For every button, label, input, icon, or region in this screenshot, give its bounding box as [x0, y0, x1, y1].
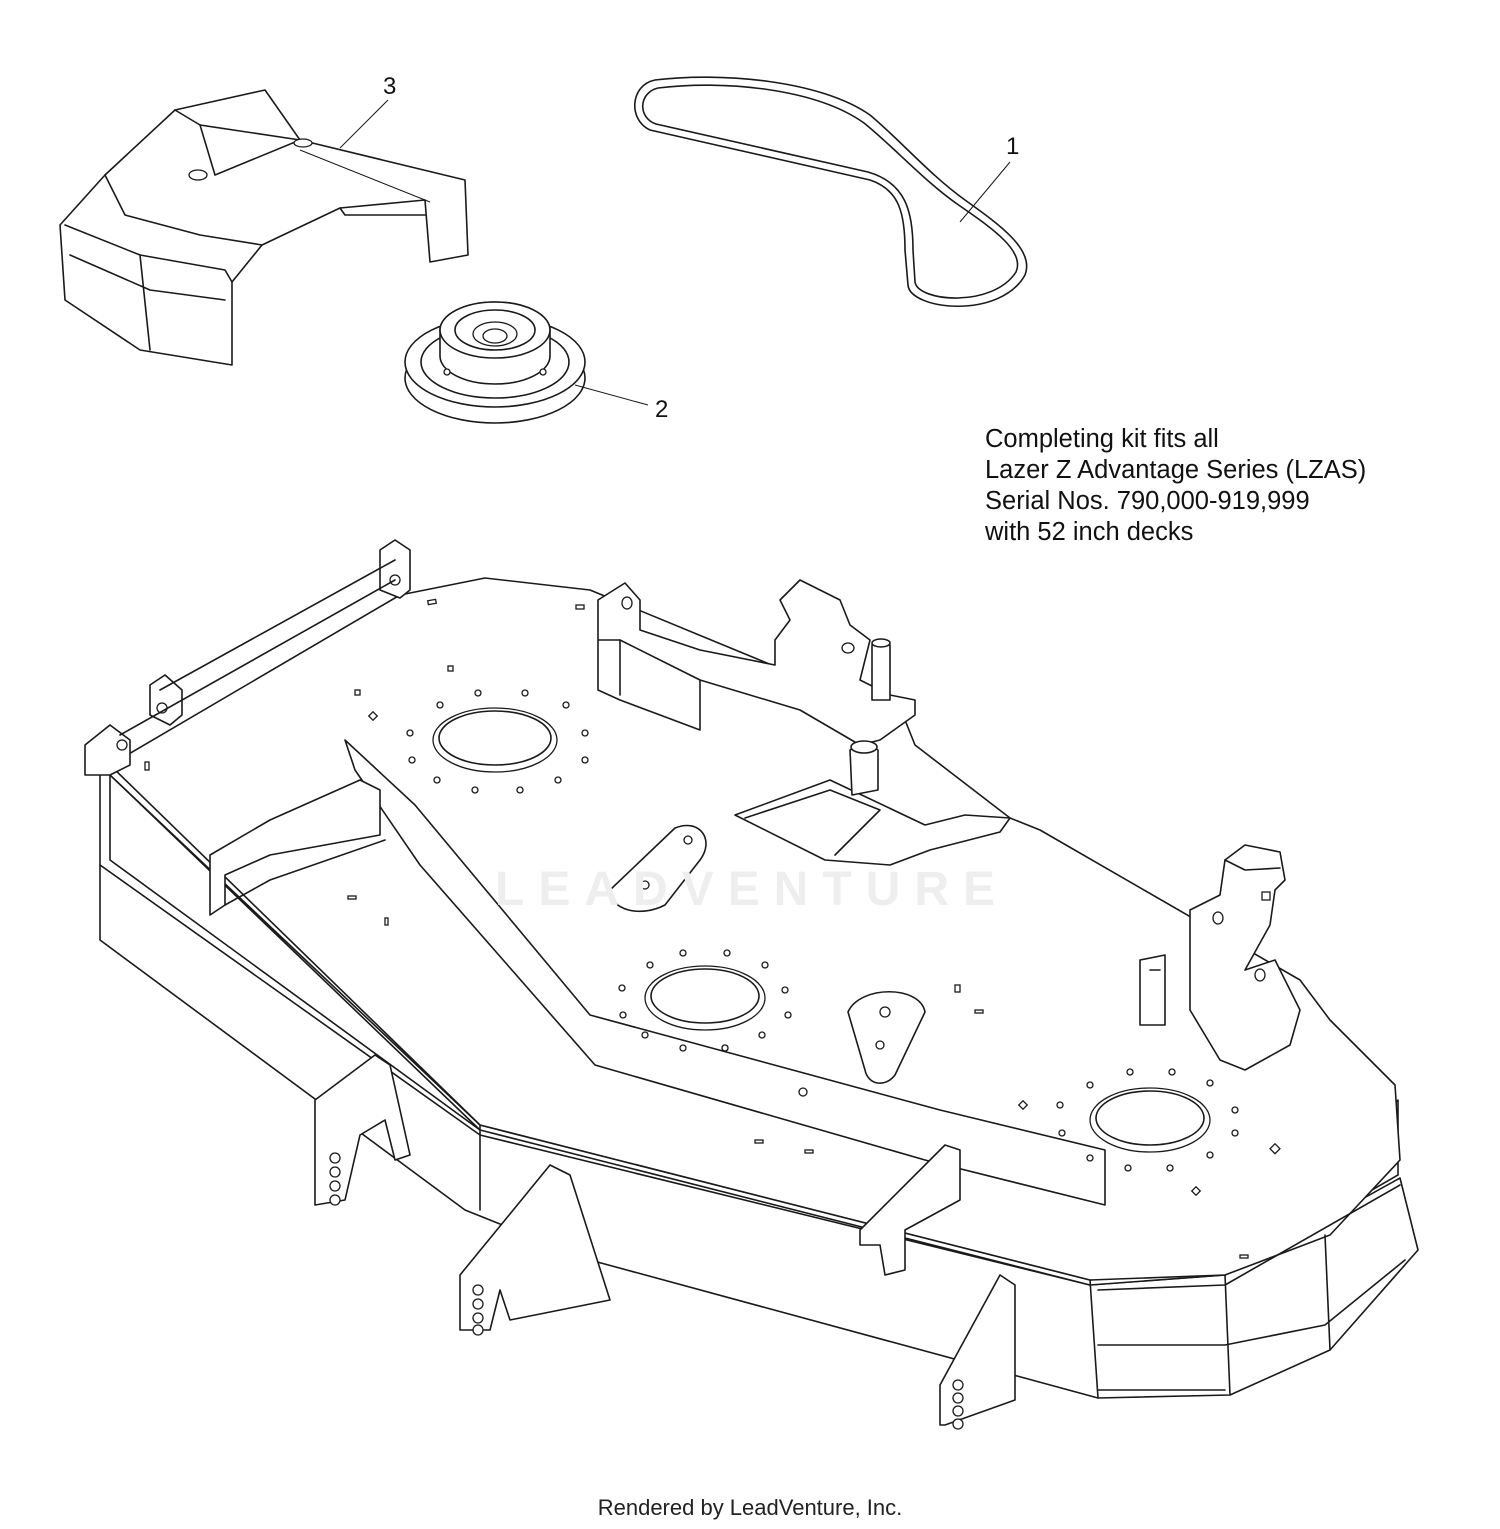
idler-pulley-part	[404, 301, 586, 424]
kit-note-line-2: Lazer Z Advantage Series (LZAS)	[985, 456, 1367, 484]
belt-cover-part	[59, 89, 469, 366]
kit-note-line-3: Serial Nos. 790,000-919,999	[985, 487, 1310, 515]
leader-line-1	[959, 161, 1011, 223]
leader-line-2	[574, 384, 649, 406]
footer-credit: Rendered by LeadVenture, Inc.	[597, 1495, 903, 1520]
kit-note: Completing kit fits all Lazer Z Advantag…	[985, 424, 1366, 548]
callout-3: 3	[383, 73, 397, 100]
mower-deck	[84, 539, 1419, 1430]
leader-line-3	[339, 99, 389, 149]
callout-1: 1	[1006, 133, 1020, 160]
kit-note-line-4: with 52 inch decks	[985, 518, 1194, 546]
callout-2: 2	[655, 396, 669, 423]
watermark-text: LEADVENTURE	[495, 863, 1010, 916]
drive-belt-part	[634, 76, 1028, 307]
kit-note-line-1: Completing kit fits all	[985, 425, 1219, 453]
